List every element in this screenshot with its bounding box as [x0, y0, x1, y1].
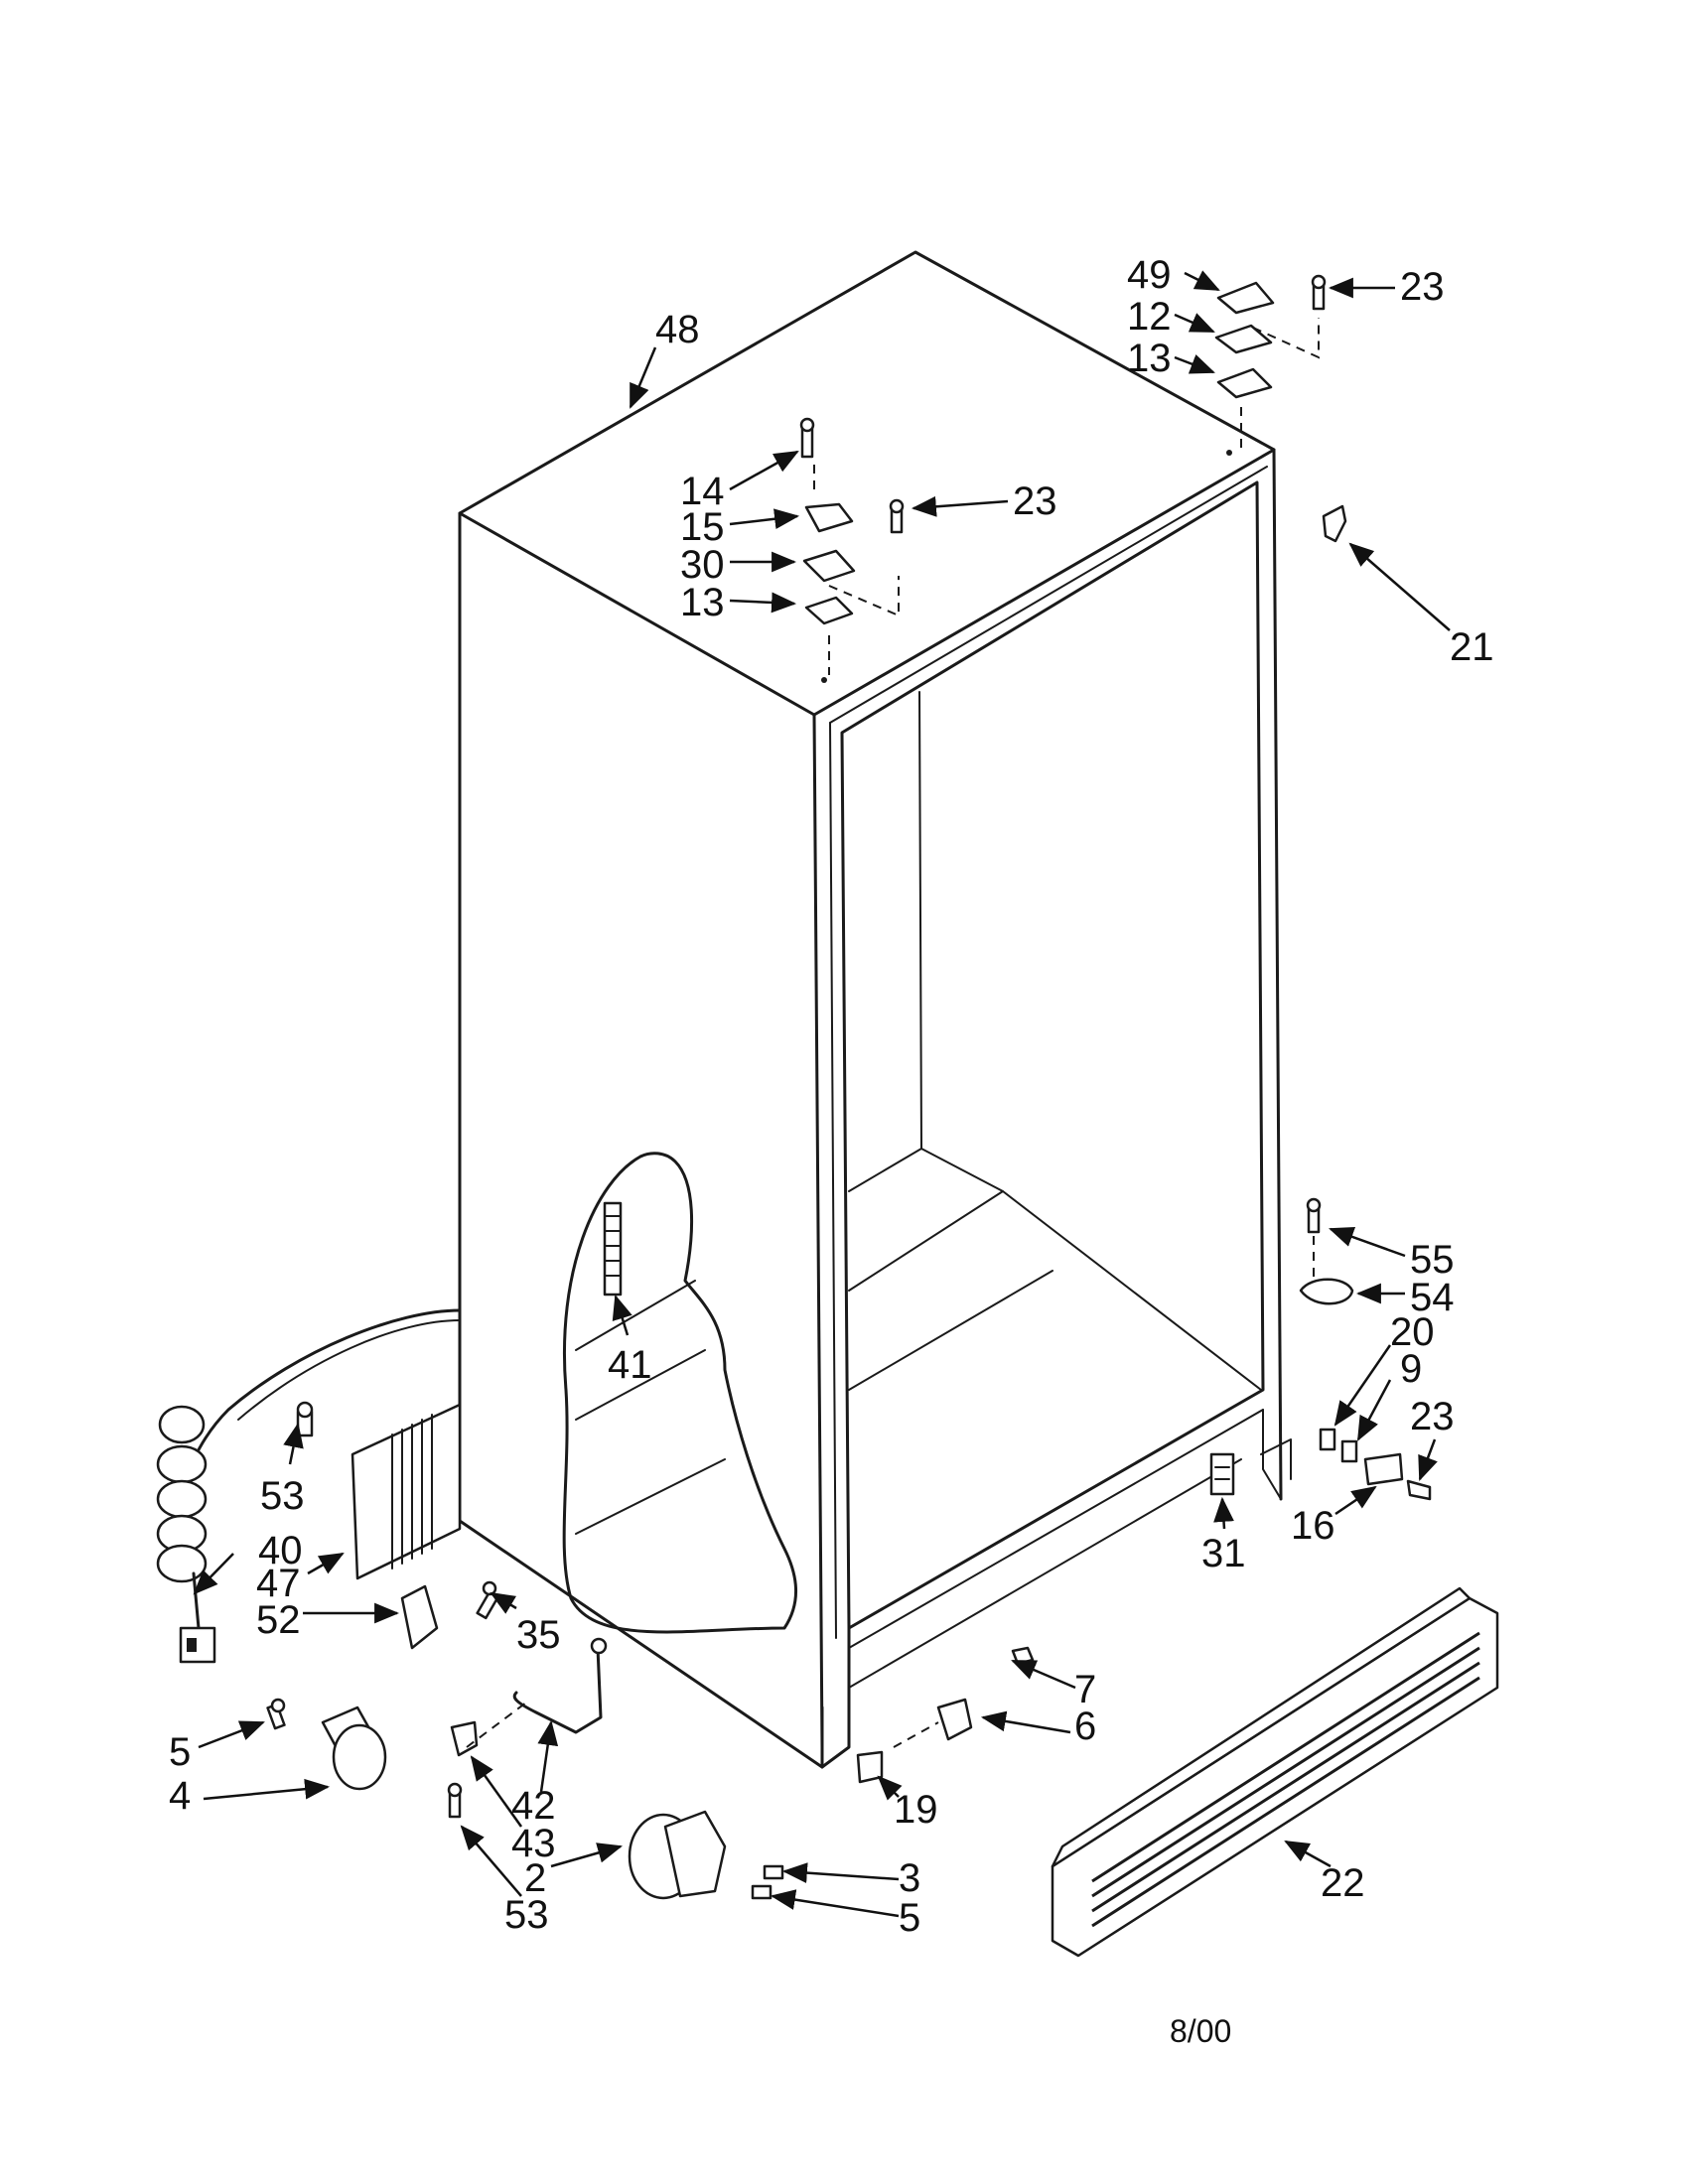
- label-21: 21: [1450, 625, 1494, 669]
- base-grille: [1051, 1586, 1499, 1958]
- label-31: 31: [1201, 1532, 1246, 1575]
- label-20: 20: [1390, 1310, 1435, 1354]
- label-22: 22: [1321, 1861, 1365, 1905]
- label-42: 42: [511, 1784, 556, 1828]
- label-7: 7: [1074, 1668, 1096, 1711]
- label-41: 41: [608, 1343, 652, 1387]
- label-16: 16: [1291, 1504, 1335, 1548]
- top-hinge-left: [799, 417, 905, 683]
- label-30: 30: [680, 543, 725, 587]
- label-2: 2: [524, 1856, 546, 1900]
- label-19: 19: [894, 1788, 938, 1832]
- label-54: 54: [1410, 1276, 1455, 1319]
- label-53-lower: 53: [504, 1893, 549, 1937]
- left-base-hardware: [266, 1580, 784, 1900]
- label-13-left: 13: [680, 581, 725, 624]
- label-49: 49: [1127, 253, 1172, 297]
- callout-labels: 48 49 12 13 23 14 23 15 30 13 21 55 54 2…: [169, 253, 1494, 1940]
- label-5-left: 5: [169, 1730, 191, 1774]
- callout-arrows: [193, 270, 1451, 1918]
- label-9: 9: [1400, 1347, 1422, 1391]
- power-cord: [156, 1308, 462, 1664]
- top-hinge-right: [1214, 274, 1347, 543]
- cabinet-outline: [458, 250, 1283, 1769]
- label-6: 6: [1074, 1705, 1096, 1748]
- label-53-upper: 53: [260, 1474, 305, 1518]
- insulation-cutaway: [562, 1152, 798, 1634]
- label-12: 12: [1127, 295, 1172, 339]
- label-23-right: 23: [1410, 1395, 1455, 1438]
- label-48: 48: [655, 308, 700, 351]
- label-13-right: 13: [1127, 337, 1172, 380]
- revision-date: 8/00: [1170, 2013, 1231, 2049]
- label-43: 43: [511, 1822, 556, 1865]
- label-3: 3: [899, 1856, 920, 1900]
- label-35: 35: [516, 1613, 561, 1657]
- compressor-cover: [296, 1401, 462, 1580]
- right-lower-hardware: [1209, 1197, 1432, 1501]
- label-55: 55: [1410, 1238, 1455, 1282]
- label-47: 47: [256, 1562, 301, 1605]
- label-23-mid: 23: [1013, 479, 1057, 523]
- label-4: 4: [169, 1774, 191, 1818]
- front-base-hardware: [856, 1646, 1035, 1784]
- label-14: 14: [680, 470, 725, 513]
- label-40: 40: [258, 1529, 303, 1572]
- label-52: 52: [256, 1598, 301, 1642]
- label-5-right: 5: [899, 1896, 920, 1940]
- label-15: 15: [680, 505, 725, 549]
- label-23-top: 23: [1400, 265, 1445, 309]
